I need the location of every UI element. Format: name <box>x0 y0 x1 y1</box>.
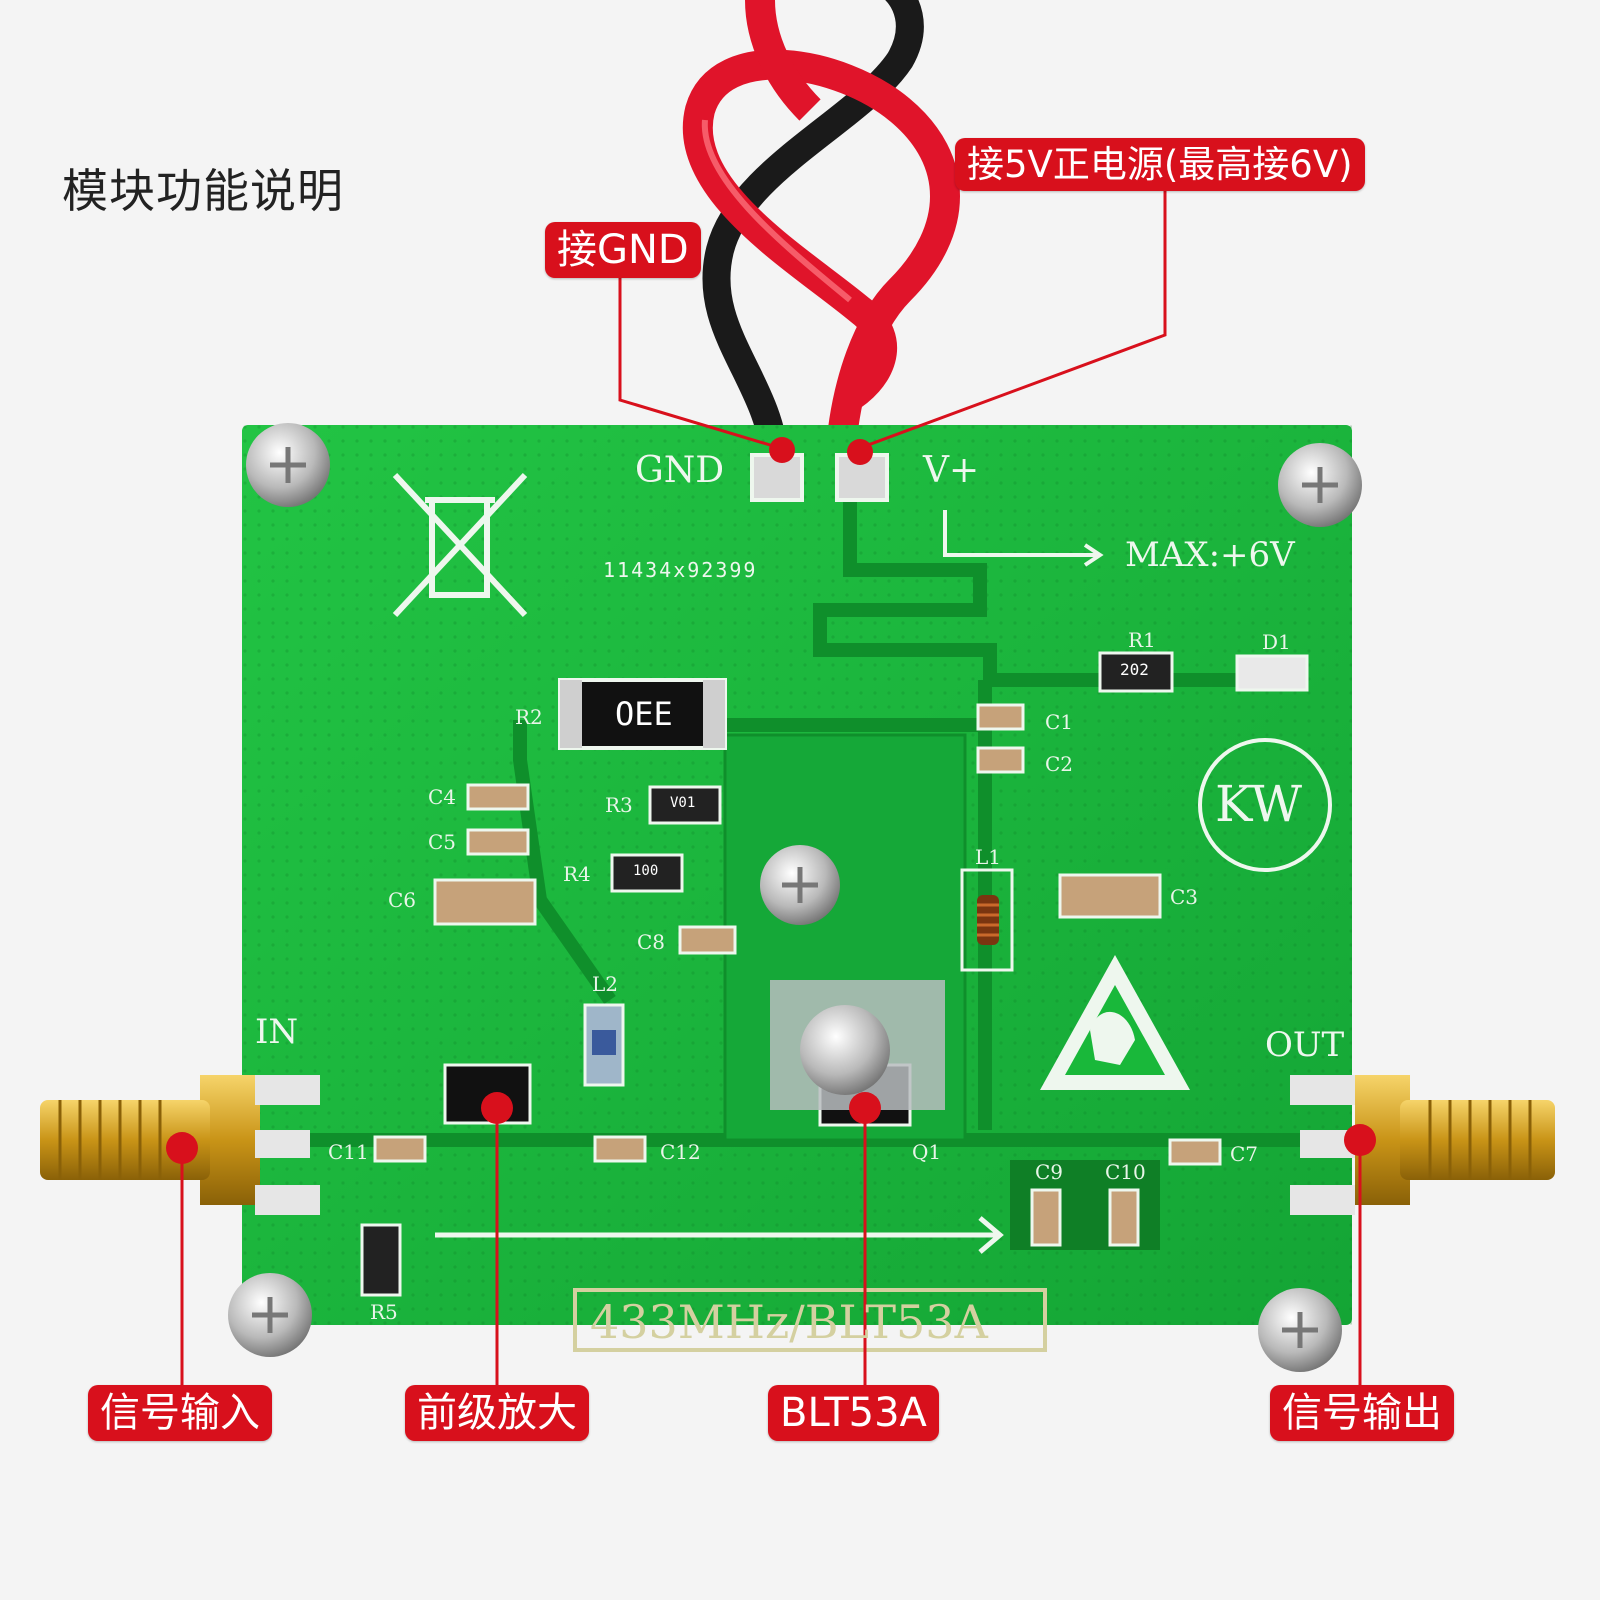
c1-capacitor <box>976 703 1025 731</box>
out-silk-label: OUT <box>1265 1025 1345 1065</box>
c10-capacitor <box>1108 1188 1140 1247</box>
label-r4: R4 <box>563 862 591 886</box>
label-c7: C7 <box>1230 1142 1259 1166</box>
vplus-silk-label: V+ <box>923 450 980 491</box>
model-label: 433MHz/BLT53A <box>590 1295 988 1349</box>
transistor-marker <box>849 1092 881 1124</box>
c7-capacitor <box>1168 1138 1222 1166</box>
model-box <box>573 1288 1047 1352</box>
c3-capacitor <box>1058 873 1162 919</box>
black-wire <box>702 0 924 462</box>
callout-vplus: 接5V正电源(最高接6V) <box>955 138 1365 191</box>
callout-input: 信号输入 <box>88 1385 272 1441</box>
label-c9: C9 <box>1035 1160 1064 1184</box>
callout-markers <box>166 437 1376 1164</box>
screw-icon <box>246 423 330 507</box>
c8-capacitor <box>678 925 737 955</box>
r3-marking: V01 <box>670 795 696 811</box>
r1-marking: 202 <box>1120 660 1149 679</box>
label-c1: C1 <box>1045 710 1074 734</box>
label-c10: C10 <box>1105 1160 1146 1184</box>
screw-icon <box>1278 443 1362 527</box>
label-c11: C11 <box>328 1140 369 1164</box>
r2-marking: OEE <box>615 695 673 733</box>
vplus-leader <box>859 185 1167 450</box>
label-d1: D1 <box>1262 630 1291 654</box>
r3-resistor <box>648 785 722 825</box>
gnd-marker <box>769 437 795 463</box>
weee-symbol-icon <box>392 472 528 618</box>
label-c6: C6 <box>388 888 417 912</box>
page-title: 模块功能说明 <box>62 164 344 218</box>
label-r1: R1 <box>1128 628 1156 652</box>
c2-capacitor <box>976 746 1025 774</box>
input-marker <box>166 1132 198 1164</box>
callout-preamp: 前级放大 <box>405 1385 589 1441</box>
gnd-pad <box>750 453 804 502</box>
vplus-marker <box>847 439 873 465</box>
label-r3: R3 <box>605 793 633 817</box>
sma-input-connector-icon <box>40 1075 320 1215</box>
r5-resistor <box>360 1223 402 1297</box>
screw-icon <box>760 845 840 925</box>
c12-capacitor <box>593 1135 647 1163</box>
l2-inductor <box>583 1003 625 1087</box>
r4-resistor <box>610 853 684 893</box>
sma-output-connector-icon <box>1290 1075 1555 1215</box>
label-q1: Q1 <box>912 1140 942 1164</box>
label-l1: L1 <box>975 845 1002 869</box>
label-c12: C12 <box>660 1140 701 1164</box>
label-c8: C8 <box>637 930 666 954</box>
kw-logo: KW <box>1215 775 1302 833</box>
gnd-leader <box>618 270 781 450</box>
esd-warning-icon <box>1040 955 1190 1090</box>
power-pads <box>750 453 889 502</box>
bias-trace <box>513 720 616 1005</box>
red-wire-top <box>745 0 821 121</box>
preamp-marker <box>481 1092 513 1124</box>
callout-gnd: 接GND <box>545 222 701 278</box>
wire-shine <box>701 119 852 303</box>
vplus-arrow <box>943 510 1104 567</box>
r1-resistor <box>1098 651 1174 693</box>
gnd-silk-label: GND <box>635 450 725 491</box>
label-c5: C5 <box>428 830 457 854</box>
r4-marking: 100 <box>633 863 659 879</box>
power-meander <box>813 480 1290 687</box>
screw-icon <box>228 1273 312 1357</box>
c9-capacitor <box>1030 1188 1062 1247</box>
label-l2: L2 <box>592 972 619 996</box>
label-r5: R5 <box>370 1300 398 1324</box>
l1-inductor <box>977 895 999 945</box>
c4-capacitor <box>466 783 530 811</box>
kw-logo-ring <box>1198 738 1332 872</box>
max-voltage-label: MAX:+6V <box>1125 535 1295 575</box>
callout-output: 信号输出 <box>1270 1385 1454 1441</box>
signal-flow-arrow <box>435 1216 1004 1254</box>
callout-leaders <box>180 185 1362 1390</box>
screw-icon <box>800 1005 890 1095</box>
output-marker <box>1344 1124 1376 1156</box>
d1-diode <box>1235 654 1309 692</box>
label-c3: C3 <box>1170 885 1199 909</box>
power-wires <box>682 0 960 462</box>
label-c2: C2 <box>1045 752 1074 776</box>
label-r2: R2 <box>515 705 543 729</box>
l1-pad <box>960 868 1014 972</box>
c6-capacitor <box>433 878 537 926</box>
serial-number: 11434x92399 <box>603 558 758 582</box>
screw-icon <box>1258 1288 1342 1372</box>
in-silk-label: IN <box>255 1012 299 1052</box>
mounting-screws <box>228 423 1362 1372</box>
r2-resistor <box>558 678 727 750</box>
callout-transistor: BLT53A <box>768 1385 939 1441</box>
c5-capacitor <box>466 828 530 856</box>
label-c4: C4 <box>428 785 457 809</box>
c11-capacitor <box>373 1135 427 1163</box>
